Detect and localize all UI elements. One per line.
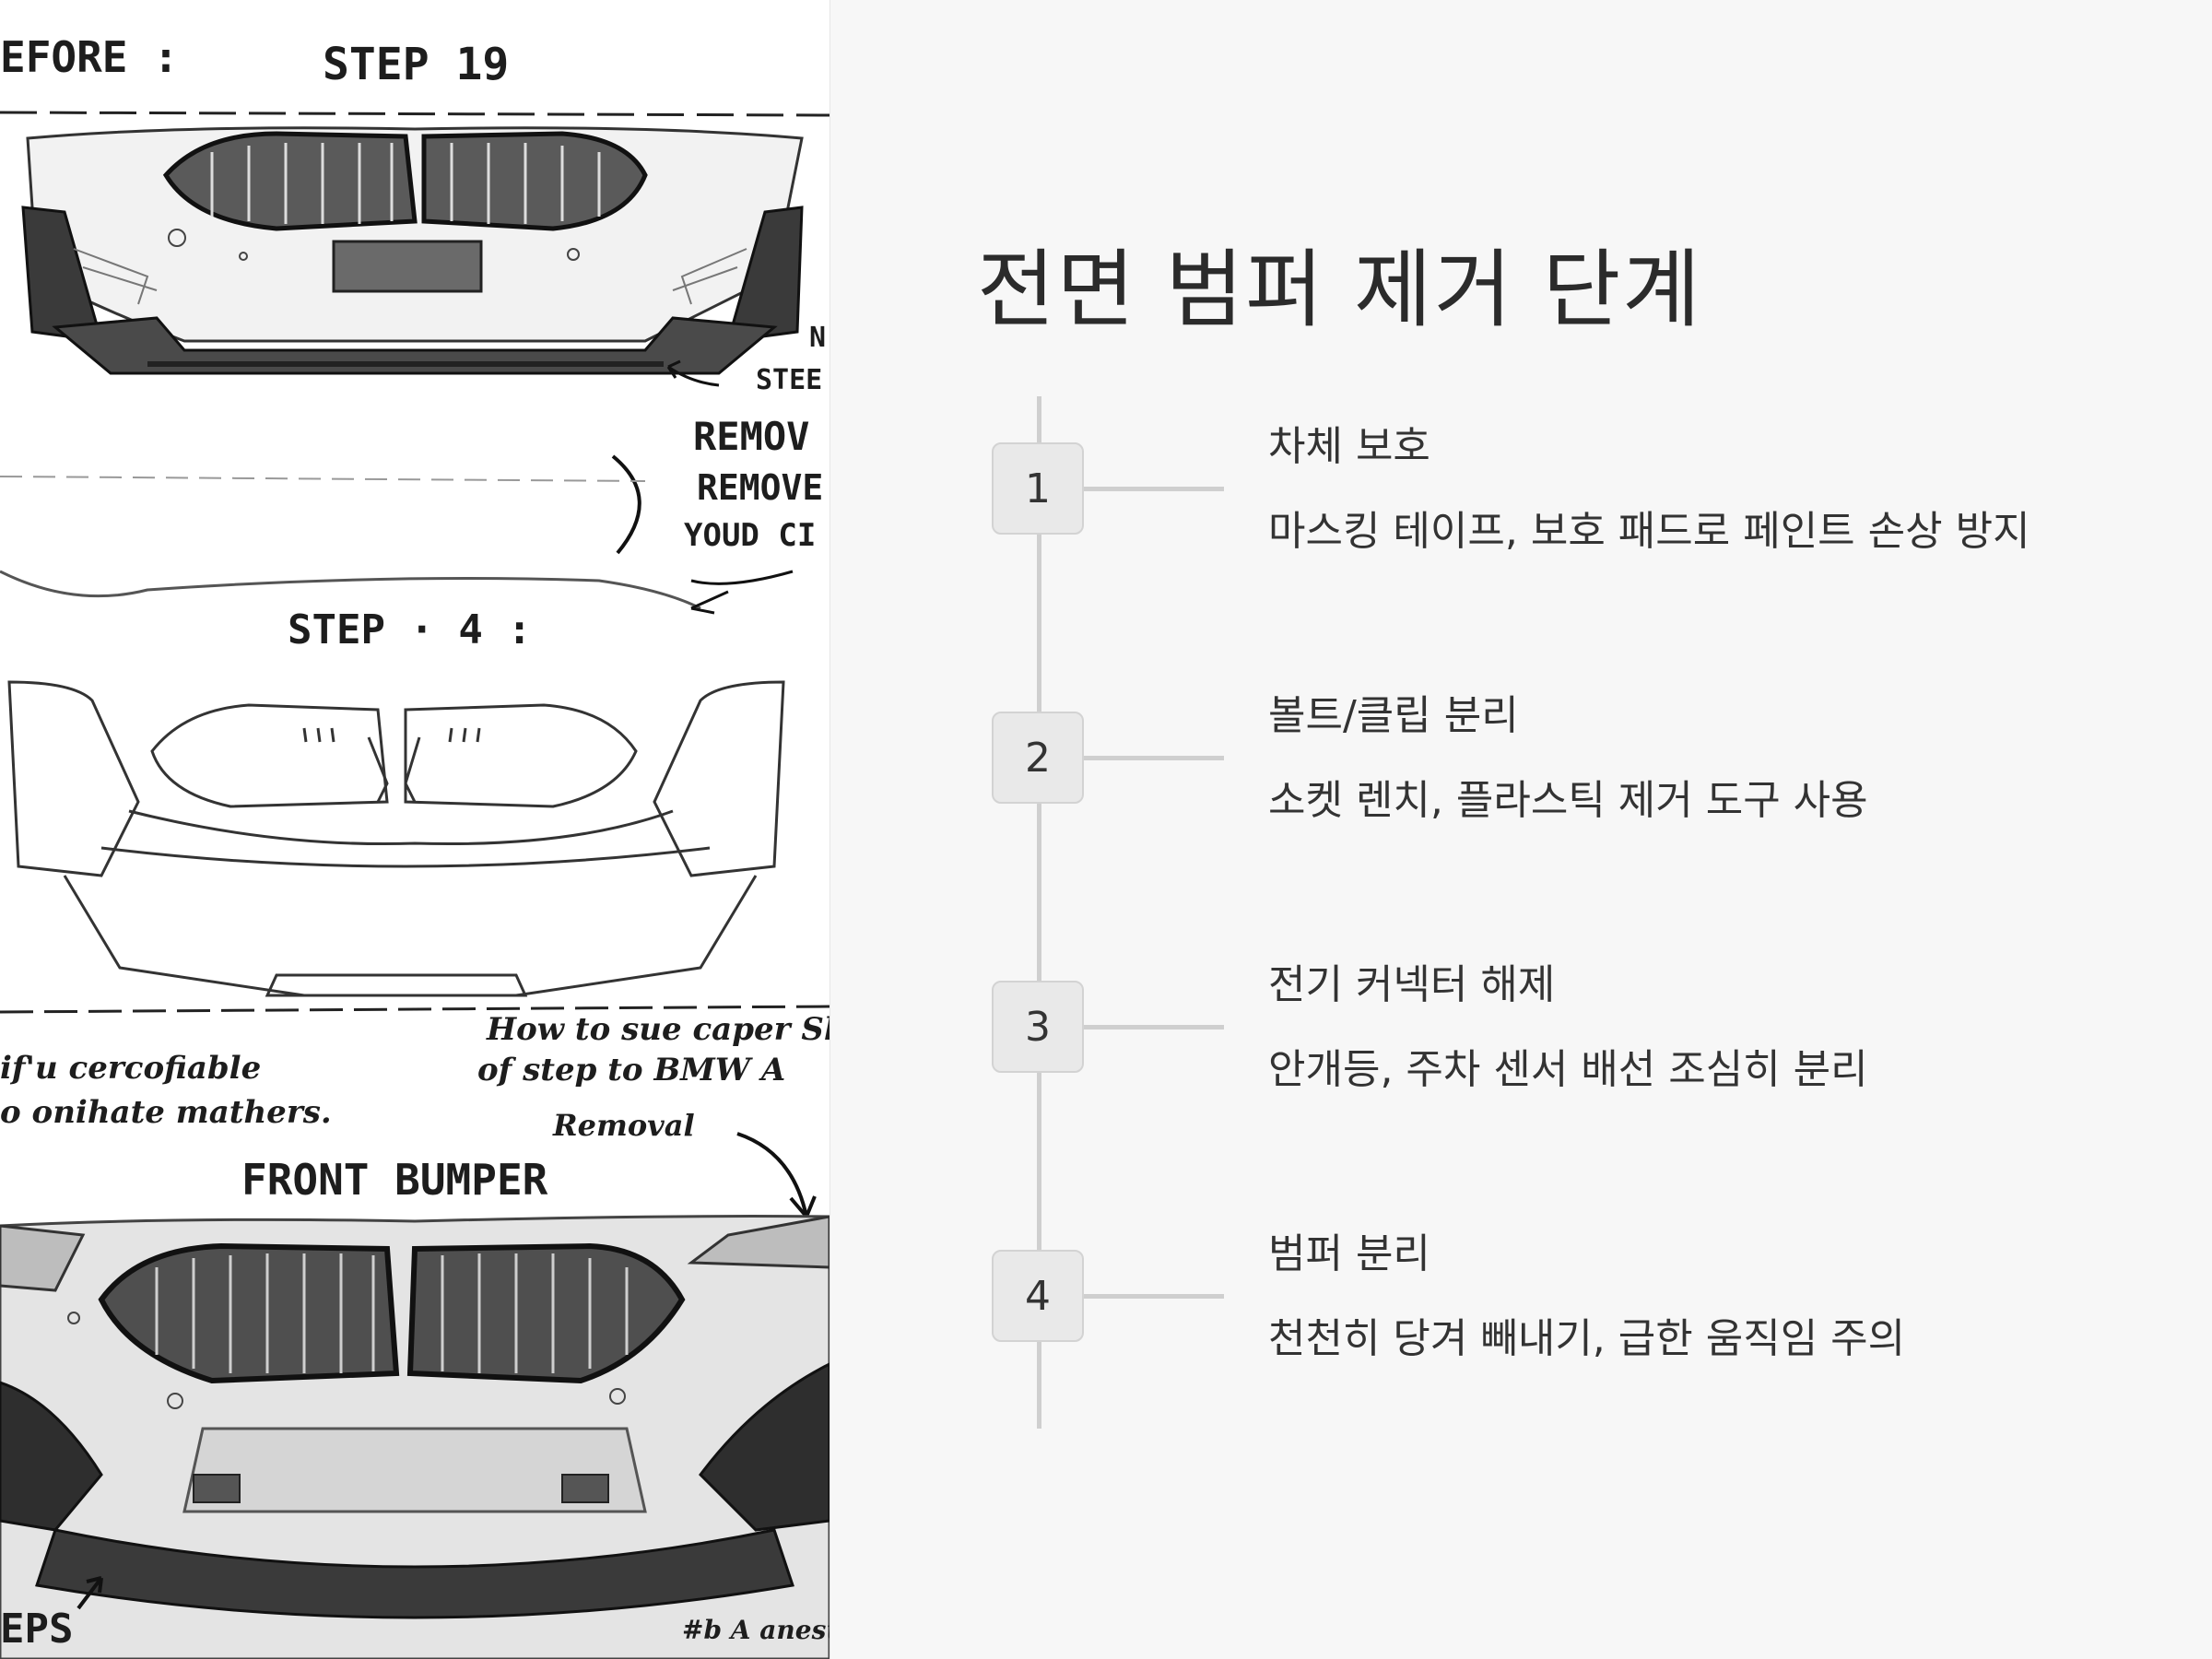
step-connector: [1084, 1294, 1224, 1299]
sketch-step19-label: STEP 19: [323, 39, 509, 90]
step-item-4: 4 범퍼 분리 천천히 당겨 빼내기, 급한 움직임 주의: [977, 1204, 2157, 1388]
step-connector: [1084, 1025, 1224, 1030]
page-title: 전면 범퍼 제거 단계: [977, 241, 1702, 339]
sketch-step4-label: STEP · 4 :: [288, 606, 532, 653]
sketch-note-right-1: How to sue caper Sha: [486, 1011, 830, 1048]
step-description: 천천히 당겨 빼내기, 급한 움직임 주의: [1268, 1315, 1906, 1362]
step-connector: [1084, 756, 1224, 760]
step-item-2: 2 볼트/클립 분리 소켓 렌치, 플라스틱 제거 도구 사용: [977, 665, 2157, 850]
step-description: 마스킹 테이프, 보호 패드로 페인트 손상 방지: [1268, 508, 2030, 555]
step-item-3: 3 전기 커넥터 해제 안개등, 주차 센서 배선 조심히 분리: [977, 935, 2157, 1119]
sketch-note-left-2: o onihate mathers.: [0, 1094, 332, 1131]
sketch-eps-label: EPS: [0, 1606, 73, 1653]
bumper-sketch-illustration: EFORE : STEP 19: [0, 0, 830, 1659]
step-number-badge: 3: [992, 981, 1084, 1073]
step-number-badge: 2: [992, 712, 1084, 804]
step-number-badge: 4: [992, 1250, 1084, 1342]
sketch-youd-label: YOUD CI: [684, 517, 816, 554]
top-bumper-drawing: [21, 126, 804, 375]
sketch-note-right-2: of step to BMW A: [477, 1052, 785, 1088]
sketch-signature: #b A anesu: [682, 1615, 830, 1645]
step-item-1: 1 차체 보호 마스킹 테이프, 보호 패드로 페인트 손상 방지: [977, 396, 2157, 581]
step-title: 차체 보호: [1268, 423, 1430, 470]
step-number-badge: 1: [992, 442, 1084, 535]
sketch-removal-label: Removal: [552, 1108, 695, 1143]
step-title: 범퍼 분리: [1268, 1230, 1430, 1277]
bottom-bumper-drawing: [0, 1215, 830, 1659]
step-connector: [1084, 487, 1224, 491]
sketch-remove-label-2: REMOVE: [697, 467, 823, 508]
sketch-canvas: EFORE : STEP 19: [0, 32, 830, 1659]
step-description: 안개등, 주차 센서 배선 조심히 분리: [1268, 1046, 1868, 1093]
outline-bumper-drawing: [7, 680, 785, 997]
sketch-before-label: EFORE :: [0, 32, 179, 82]
timeline-line: [1037, 396, 1041, 1429]
sketch-note-left-1: if'u cercofiable: [0, 1050, 261, 1087]
sketch-front-bumper-label: FRONT BUMPER: [241, 1155, 548, 1205]
step-description: 소켓 렌치, 플라스틱 제거 도구 사용: [1268, 777, 1868, 824]
steps-timeline: 1 차체 보호 마스킹 테이프, 보호 패드로 페인트 손상 방지 2 볼트/클…: [977, 396, 2157, 1438]
sketch-n-label: N: [809, 322, 826, 354]
step-title: 볼트/클립 분리: [1268, 692, 1519, 739]
sketch-remove-label-1: REMOV: [693, 414, 809, 459]
sketch-steel-label: STEE: [756, 364, 822, 396]
step-title: 전기 커넥터 해제: [1268, 961, 1556, 1008]
